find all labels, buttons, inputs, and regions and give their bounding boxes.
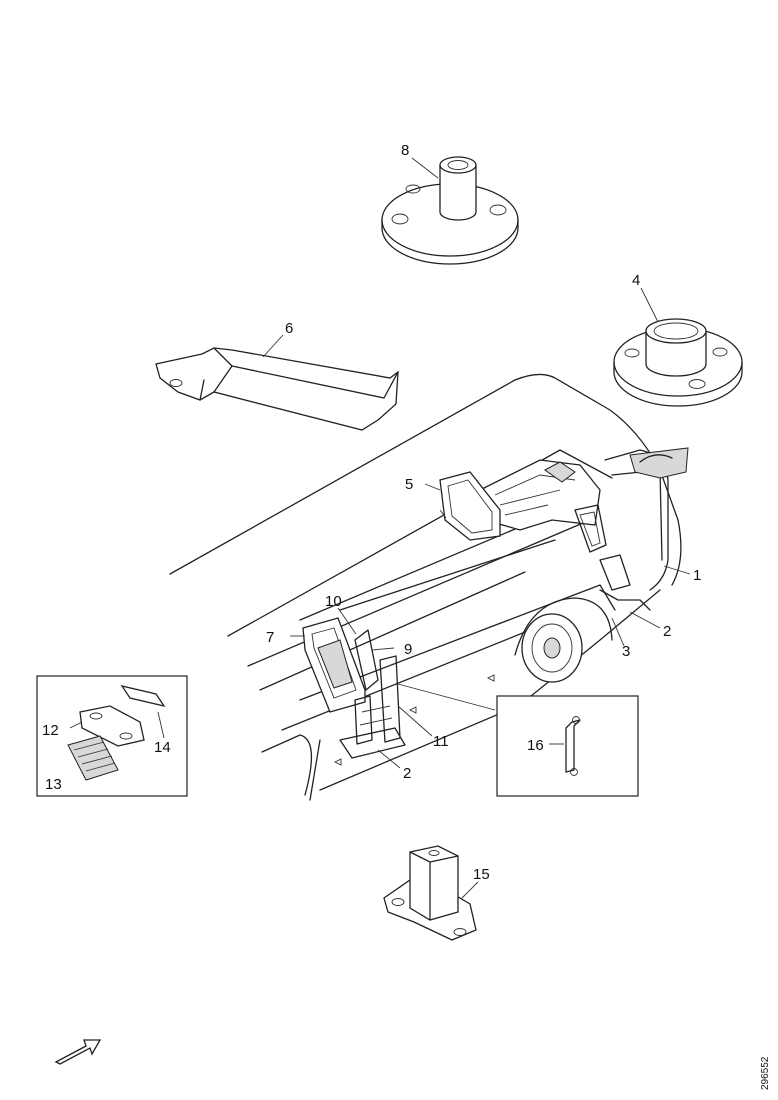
callout-5: 5	[405, 476, 413, 493]
inset-frame-right	[496, 695, 639, 797]
callout-13: 13	[45, 776, 62, 793]
part-8-flange-support	[381, 156, 519, 265]
callout-8: 8	[401, 142, 409, 159]
callout-6: 6	[285, 320, 293, 337]
callout-7: 7	[266, 629, 274, 646]
inset-box-left	[36, 675, 188, 797]
inset-box-right	[496, 695, 639, 797]
part-5-frame	[424, 471, 501, 541]
part-12-pad	[79, 705, 145, 747]
callout-2-rear: 2	[403, 765, 411, 782]
callout-3: 3	[622, 643, 630, 660]
callout-16: 16	[527, 737, 544, 754]
part-6-bracket	[155, 334, 399, 431]
callout-15: 15	[473, 866, 490, 883]
part-13-grille	[67, 735, 119, 781]
callout-4: 4	[632, 272, 640, 289]
callout-2-front: 2	[663, 623, 671, 640]
leader-lines	[290, 565, 691, 769]
callout-1: 1	[693, 567, 701, 584]
part-15-post-support	[383, 845, 479, 941]
part-4-flange-cup	[613, 287, 743, 407]
front-direction-arrow-icon	[54, 1039, 102, 1065]
part-9-10-panels	[339, 629, 406, 759]
callout-9: 9	[404, 641, 412, 658]
callout-12: 12	[42, 722, 59, 739]
part-14-strip	[120, 684, 166, 708]
callout-11: 11	[433, 733, 449, 750]
vehicle-body	[169, 373, 689, 801]
figure-id: 296552	[760, 1056, 771, 1090]
part-7-frame	[302, 617, 366, 713]
callout-labels: 1 2 3 2 4 5 6 7 8 9 10 11 12 13 14 15 16	[42, 142, 701, 883]
callout-14: 14	[154, 739, 171, 756]
part-1-front-frame	[574, 504, 631, 591]
callout-10: 10	[325, 593, 342, 610]
part-16-rod	[565, 719, 581, 773]
